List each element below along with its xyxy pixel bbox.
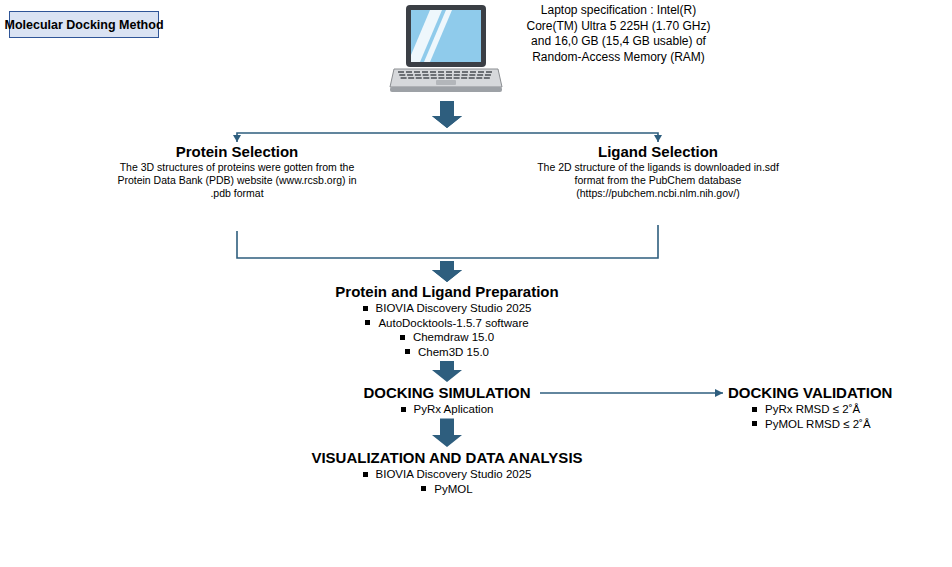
flow-connector bbox=[432, 101, 662, 142]
bullet-square bbox=[752, 421, 757, 426]
bullet-text: Chem3D 15.0 bbox=[418, 345, 489, 360]
bullet-square bbox=[401, 407, 406, 412]
connector-line bbox=[447, 225, 658, 258]
block-arrow bbox=[432, 419, 462, 448]
bullet-text: PyRx Aplication bbox=[414, 402, 494, 417]
description-text: The 3D structures of proteins were gotte… bbox=[106, 161, 368, 200]
step-block: VISUALIZATION AND DATA ANALYSISBIOVIA Di… bbox=[287, 449, 607, 496]
connector-line bbox=[237, 231, 447, 258]
bullet-item: Chem3D 15.0 bbox=[317, 345, 577, 360]
title-box: Molecular Docking Method bbox=[9, 11, 159, 38]
block-arrow bbox=[432, 261, 462, 282]
flow-connector bbox=[432, 361, 462, 382]
flow-connector bbox=[540, 389, 723, 397]
bullet-square bbox=[405, 349, 410, 354]
block-arrow bbox=[432, 101, 462, 128]
bullet-text: PyMOL RMSD ≤ 2˚Å bbox=[765, 417, 871, 432]
flow-connector bbox=[237, 231, 462, 282]
laptop-spec: Laptop specification : Intel(R) Core(TM)… bbox=[388, 3, 712, 100]
step-heading: DOCKING SIMULATION bbox=[358, 384, 536, 402]
step-block: DOCKING SIMULATIONPyRx Aplication bbox=[358, 384, 536, 417]
bullet-square bbox=[421, 486, 426, 491]
flow-connector bbox=[233, 101, 462, 142]
flow-connector bbox=[432, 419, 462, 448]
bullet-item: PyMOL RMSD ≤ 2˚Å bbox=[728, 417, 946, 432]
step-heading: DOCKING VALIDATION bbox=[728, 384, 946, 402]
arrow-head bbox=[654, 135, 662, 142]
connector-line bbox=[447, 133, 658, 142]
step-heading: Protein and Ligand Preparation bbox=[317, 283, 577, 301]
step-heading: VISUALIZATION AND DATA ANALYSIS bbox=[287, 449, 607, 467]
bullet-item: BIOVIA Discovery Studio 2025 bbox=[287, 467, 607, 482]
bullet-text: BIOVIA Discovery Studio 2025 bbox=[376, 301, 532, 316]
flow-connector bbox=[432, 225, 658, 282]
connector-line bbox=[237, 133, 447, 142]
bullet-item: PyRx Aplication bbox=[358, 402, 536, 417]
connector-line bbox=[540, 392, 723, 394]
bullet-item: AutoDocktools-1.5.7 software bbox=[317, 316, 577, 331]
bullet-text: PyMOL bbox=[434, 482, 472, 497]
bullet-item: PyMOL bbox=[287, 482, 607, 497]
title-text: Molecular Docking Method bbox=[4, 18, 163, 32]
bullet-text: PyRx RMSD ≤ 2˚Å bbox=[765, 402, 860, 417]
bullet-item: Chemdraw 15.0 bbox=[317, 330, 577, 345]
step-heading: Protein Selection bbox=[106, 143, 368, 161]
step-block: Protein SelectionThe 3D structures of pr… bbox=[106, 143, 368, 231]
laptop-icon bbox=[390, 5, 502, 92]
bullet-item: BIOVIA Discovery Studio 2025 bbox=[317, 301, 577, 316]
validation-block: DOCKING VALIDATIONPyRx RMSD ≤ 2˚ÅPyMOL R… bbox=[728, 384, 946, 431]
arrow-head bbox=[715, 389, 723, 397]
bullet-square bbox=[365, 320, 370, 325]
step-block: Ligand SelectionThe 2D structure of the … bbox=[533, 143, 783, 225]
step-heading: Ligand Selection bbox=[533, 143, 783, 161]
description-text: The 2D structure of the ligands is downl… bbox=[533, 161, 783, 200]
description-text: Laptop specification : Intel(R) Core(TM)… bbox=[526, 3, 711, 65]
bullet-text: Chemdraw 15.0 bbox=[413, 330, 494, 345]
bullet-square bbox=[363, 472, 368, 477]
bullet-text: BIOVIA Discovery Studio 2025 bbox=[376, 467, 532, 482]
block-arrow bbox=[432, 101, 462, 128]
bullet-square bbox=[363, 306, 368, 311]
block-arrow bbox=[432, 361, 462, 382]
bullet-square bbox=[400, 335, 405, 340]
bullet-square bbox=[752, 407, 757, 412]
bullet-item: PyRx RMSD ≤ 2˚Å bbox=[728, 402, 946, 417]
arrow-head bbox=[233, 135, 241, 142]
bullet-text: AutoDocktools-1.5.7 software bbox=[378, 316, 528, 331]
step-block: Protein and Ligand PreparationBIOVIA Dis… bbox=[317, 283, 577, 359]
block-arrow bbox=[432, 261, 462, 282]
